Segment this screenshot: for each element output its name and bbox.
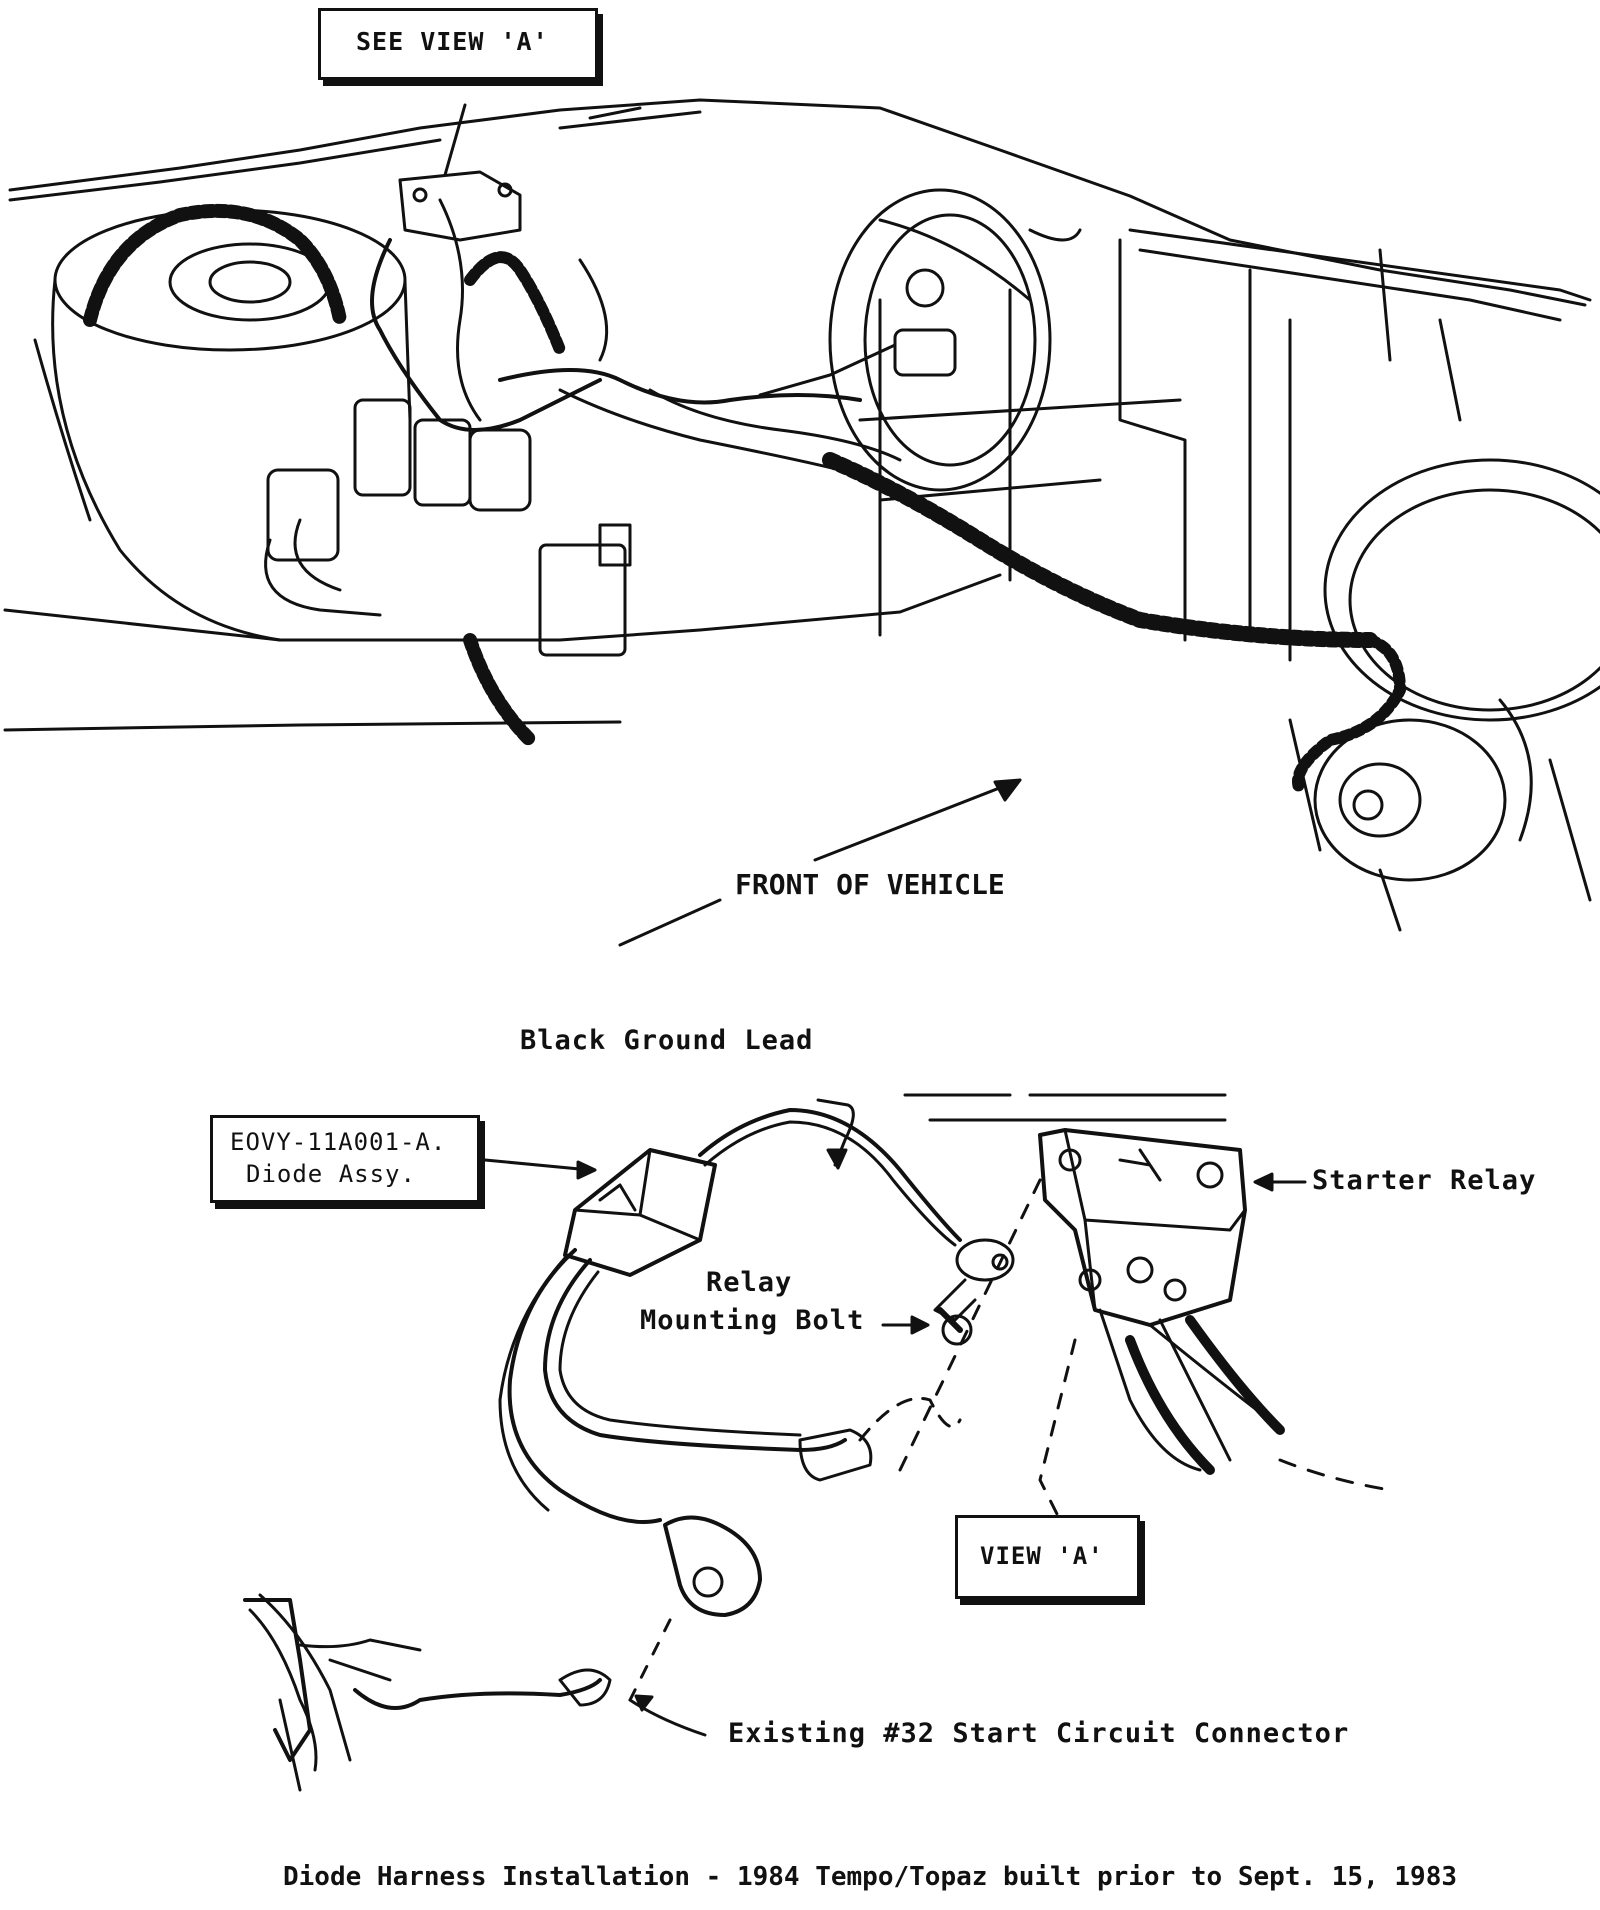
relay-label: Relay xyxy=(706,1267,793,1298)
view-a-callout xyxy=(955,1515,1140,1599)
engine-compartment-drawing xyxy=(3,98,1600,947)
black-ground-lead-label: Black Ground Lead xyxy=(520,1025,814,1056)
mounting-bolt-label: Mounting Bolt xyxy=(640,1305,865,1336)
existing-connector-label: Existing #32 Start Circuit Connector xyxy=(728,1718,1350,1749)
see-view-a-label: SEE VIEW 'A' xyxy=(356,27,549,56)
view-a-detail-drawing xyxy=(243,1093,1392,1792)
front-of-vehicle-label: FRONT OF VEHICLE xyxy=(735,868,1005,901)
diode-assy-callout xyxy=(210,1115,480,1203)
see-view-a-callout xyxy=(318,8,598,80)
view-a-label: VIEW 'A' xyxy=(980,1542,1104,1570)
starter-relay-label: Starter Relay xyxy=(1312,1165,1537,1196)
figure-caption: Diode Harness Installation - 1984 Tempo/… xyxy=(283,1862,1457,1892)
diode-assy-label: Diode Assy. xyxy=(246,1160,416,1188)
part-number-label: EOVY-11A001-A. xyxy=(230,1128,447,1156)
